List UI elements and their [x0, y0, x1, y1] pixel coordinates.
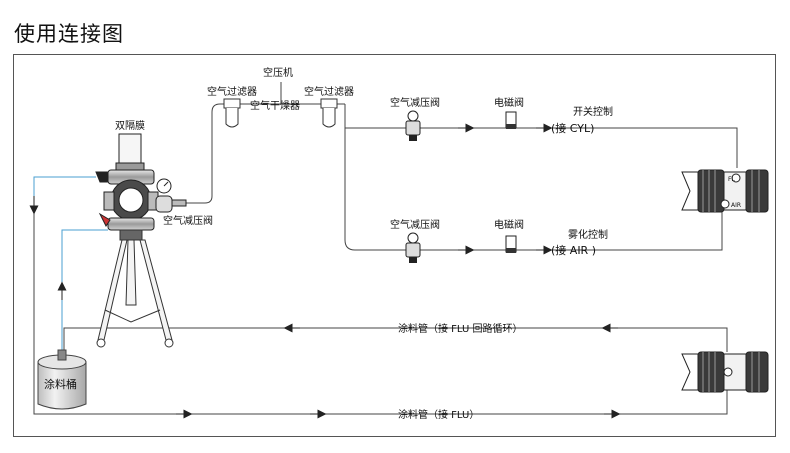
solenoid-valve-bottom	[505, 235, 517, 253]
diagram-frame	[13, 54, 776, 437]
regulator-top-label: 空气减压阀	[390, 96, 440, 109]
page-title: 使用连接图	[14, 22, 124, 46]
spray-gun-bottom	[681, 351, 769, 393]
filter-left	[223, 98, 241, 128]
spray-gun-top	[681, 169, 769, 213]
bucket-label: 涂料桶	[44, 377, 77, 391]
air-flow-arrows	[458, 123, 553, 255]
air-regulator-bottom	[405, 232, 421, 263]
compressor-label: 空压机	[263, 66, 293, 79]
solenoid-top-label: 电磁阀	[494, 96, 524, 109]
fluid-flow-arrows	[29, 196, 621, 419]
air-regulator-top	[405, 110, 421, 141]
atomize-port-label: (接 AIR )	[551, 244, 596, 257]
pump-air-regulator	[155, 178, 187, 213]
solenoid-valve-top	[505, 111, 517, 129]
filter-right	[320, 98, 338, 128]
atomize-control-label: 雾化控制	[568, 228, 608, 241]
filter-left-label: 空气过滤器	[207, 85, 257, 98]
gun-port-fl-label: FL	[728, 176, 735, 183]
solenoid-bottom-label: 电磁阀	[494, 218, 524, 231]
diaphragm-pump	[95, 133, 159, 231]
switch-port-label: (接 CYL)	[551, 122, 594, 135]
pump-regulator-label: 空气减压阀	[163, 214, 213, 227]
return-line-label: 涂料管（接 FLU 回路循环）	[398, 322, 523, 335]
paint-bucket	[37, 349, 87, 410]
fluid-lines	[33, 176, 728, 415]
diaphragm-label: 双隔膜	[115, 120, 145, 132]
tripod-stand	[96, 229, 174, 348]
regulator-bottom-label: 空气减压阀	[390, 218, 440, 231]
gun-port-air-label: AIR	[731, 202, 741, 209]
switch-control-label: 开关控制	[573, 105, 613, 118]
dryer-label: 空气干燥器	[250, 99, 300, 112]
filter-right-label: 空气过滤器	[304, 85, 354, 98]
supply-line-label: 涂料管（接 FLU）	[398, 408, 479, 421]
